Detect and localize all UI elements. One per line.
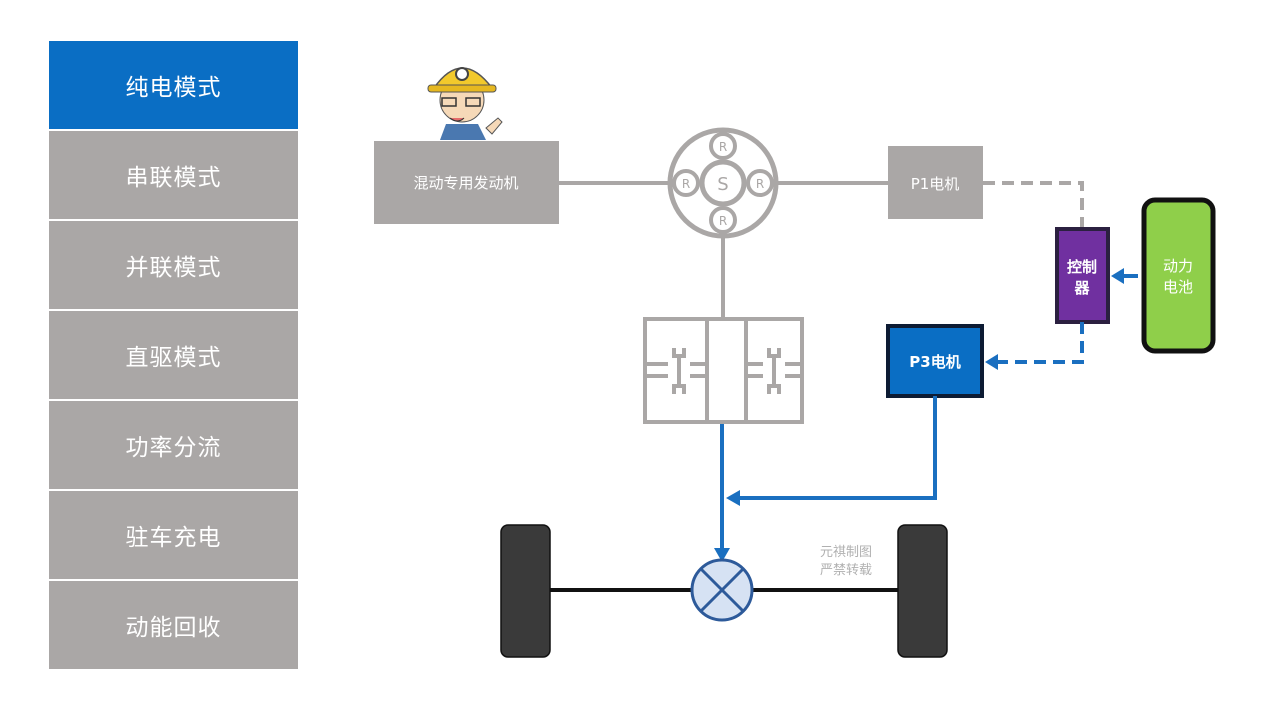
mode-item-parking-charge[interactable]: 驻车充电 xyxy=(49,491,298,579)
mode-item-energy-recovery[interactable]: 动能回收 xyxy=(49,581,298,669)
arrowhead-icon xyxy=(985,354,998,370)
mode-label: 直驱模式 xyxy=(125,345,222,371)
clutch-gearbox xyxy=(643,317,804,424)
p3-motor: P3电机 xyxy=(886,324,984,398)
p3-motor-label: P3电机 xyxy=(909,353,960,371)
mode-item-power-split[interactable]: 功率分流 xyxy=(49,401,298,489)
mode-label: 驻车充电 xyxy=(125,525,222,551)
differential xyxy=(690,558,754,622)
sun-gear-label: S xyxy=(717,174,728,195)
mode-label: 纯电模式 xyxy=(125,75,222,101)
battery-label: 电池 xyxy=(1163,278,1193,296)
engine-label: 混动专用发动机 xyxy=(413,174,518,192)
p1-motor-label: P1电机 xyxy=(911,175,960,193)
arrowhead-icon xyxy=(714,548,730,562)
mode-item-direct-drive[interactable]: 直驱模式 xyxy=(49,311,298,399)
p3-output-flow xyxy=(738,396,937,500)
controller-label: 器 xyxy=(1073,279,1090,297)
p1-motor: P1电机 xyxy=(888,146,983,219)
mode-label: 并联模式 xyxy=(125,255,222,281)
planet-gear-label: R xyxy=(756,177,764,191)
mode-sidebar: 纯电模式 串联模式 并联模式 直驱模式 功率分流 驻车充电 动能回收 xyxy=(49,41,298,669)
engineer-mascot-icon xyxy=(427,67,503,140)
arrowhead-icon xyxy=(726,490,740,506)
watermark: 严禁转载 xyxy=(820,563,872,578)
mode-label: 功率分流 xyxy=(125,435,222,461)
arrowhead-icon xyxy=(1111,268,1124,284)
planet-gear-label: R xyxy=(682,177,690,191)
mode-item-parallel[interactable]: 并联模式 xyxy=(49,221,298,309)
engine-block: 混动专用发动机 xyxy=(374,141,559,224)
power-battery: 动力 电池 xyxy=(1141,197,1216,354)
watermark: 元祺制图 xyxy=(820,545,872,560)
battery-label: 动力 xyxy=(1163,257,1193,275)
mode-label: 动能回收 xyxy=(125,615,222,641)
controller: 控制 器 xyxy=(1055,227,1110,324)
mode-item-series[interactable]: 串联模式 xyxy=(49,131,298,219)
controller-label: 控制 xyxy=(1067,258,1097,276)
mode-item-pure-electric[interactable]: 纯电模式 xyxy=(49,41,298,129)
right-wheel xyxy=(897,524,948,658)
controller-to-p3-link xyxy=(992,322,1084,364)
left-wheel xyxy=(500,524,551,658)
mode-label: 串联模式 xyxy=(125,165,222,191)
planet-gear-label: R xyxy=(719,214,727,228)
p1-controller-link xyxy=(983,181,1084,229)
planetary-gear-set: S R R R R xyxy=(667,127,779,239)
planet-gear-label: R xyxy=(719,140,727,154)
